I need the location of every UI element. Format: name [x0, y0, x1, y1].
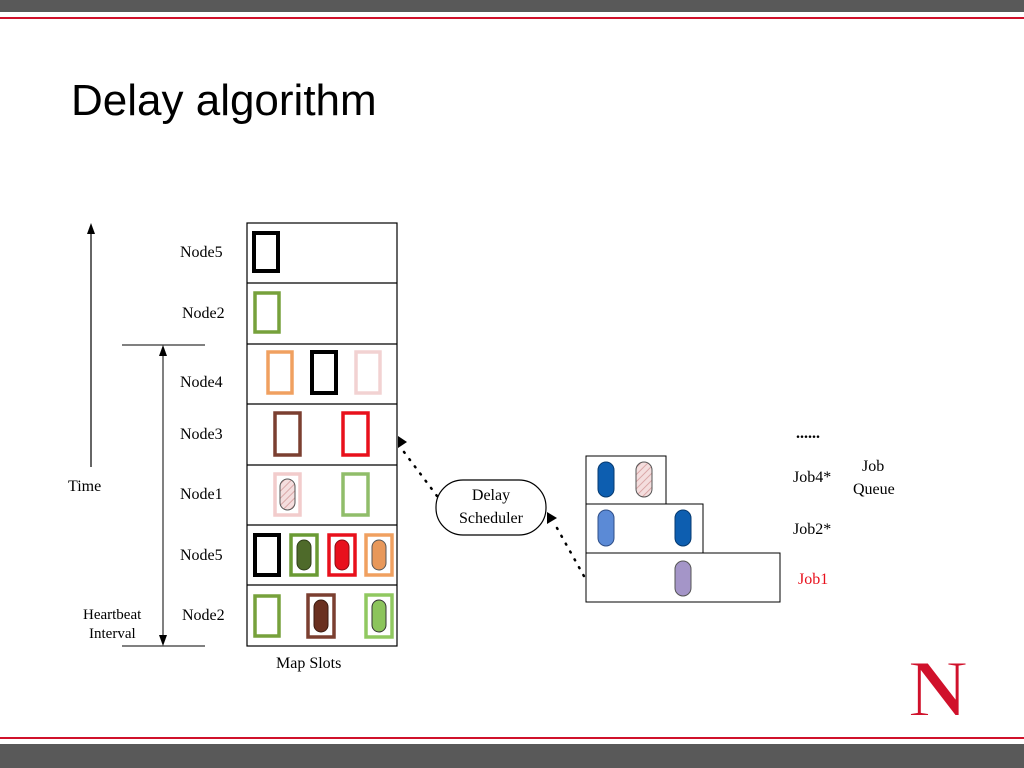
- job-label-highlighted: Job1: [798, 571, 828, 588]
- scheduler-label-line2: Scheduler: [459, 510, 524, 527]
- top-frame-bar: [0, 0, 1024, 12]
- task-pill: [334, 539, 350, 571]
- logo-letter: N: [908, 643, 967, 734]
- free-slot: [252, 231, 280, 273]
- job-queue: ...... Job Queue Job4* Job2* Job1: [585, 425, 895, 603]
- heartbeat-label-line1: Heartbeat: [83, 607, 142, 623]
- task-pill: [371, 539, 387, 571]
- occupied-slot: [306, 593, 336, 639]
- slot-row-node5-top: [252, 231, 280, 273]
- queue-title-line2: Queue: [853, 481, 895, 498]
- queue-ellipsis: ......: [796, 425, 820, 442]
- heartbeat-label-line2: Interval: [89, 626, 136, 642]
- task-pill: [296, 539, 312, 571]
- scheduler-connectors: [398, 436, 587, 580]
- time-axis: Time: [68, 223, 101, 495]
- task-pill: [597, 461, 615, 498]
- free-slot: [266, 350, 294, 395]
- delay-scheduler-node: Delay Scheduler: [435, 479, 547, 536]
- free-slot: [253, 533, 281, 577]
- free-slot: [354, 350, 382, 395]
- slot-row-node2-bottom: [253, 593, 394, 639]
- job-label: Job4*: [793, 469, 831, 486]
- occupied-slot: [364, 533, 394, 577]
- top-accent-line: [0, 17, 1024, 19]
- job-label: Job2*: [793, 521, 831, 538]
- occupied-slot: [289, 533, 319, 577]
- task-pill: [279, 478, 296, 511]
- slot-row-node2-top: [253, 291, 281, 334]
- map-slots-column: Map Slots: [246, 222, 398, 672]
- task-pill: [674, 560, 692, 597]
- node-label: Node3: [180, 426, 223, 443]
- task-pill: [635, 461, 653, 498]
- node-label: Node1: [180, 486, 223, 503]
- slot-row-node3: [273, 411, 370, 457]
- free-slot: [253, 291, 281, 334]
- free-slot: [273, 411, 302, 457]
- task-pill: [674, 509, 692, 547]
- node-label: Node5: [180, 244, 223, 261]
- free-slot: [310, 350, 338, 395]
- slide-title: Delay algorithm: [71, 76, 377, 125]
- node-label: Node2: [182, 305, 225, 322]
- node-label: Node5: [180, 547, 223, 564]
- scheduler-label-line1: Delay: [472, 487, 510, 504]
- task-pill: [371, 599, 387, 633]
- node-label: Node2: [182, 607, 225, 624]
- slot-row-node4: [266, 350, 382, 395]
- node-label: Node4: [180, 374, 223, 391]
- node-labels: Node5 Node2 Node4 Node3 Node1 Node5 Node…: [180, 244, 225, 624]
- bottom-accent-line: [0, 737, 1024, 739]
- free-slot: [341, 472, 370, 517]
- task-pill: [597, 509, 615, 547]
- occupied-slot: [273, 472, 302, 517]
- map-slots-label: Map Slots: [276, 655, 341, 672]
- occupied-slot: [327, 533, 357, 577]
- slot-row-node5-bottom: [253, 533, 394, 577]
- bottom-frame-bar: [0, 744, 1024, 768]
- slot-row-node1: [273, 472, 370, 517]
- free-slot: [341, 411, 370, 457]
- task-pill: [313, 599, 329, 633]
- queue-title-line1: Job: [862, 458, 884, 475]
- university-logo: N: [902, 642, 975, 735]
- time-label: Time: [68, 478, 101, 495]
- occupied-slot: [364, 593, 394, 639]
- free-slot: [253, 594, 281, 638]
- heartbeat-interval-marker: Heartbeat Interval: [83, 344, 205, 647]
